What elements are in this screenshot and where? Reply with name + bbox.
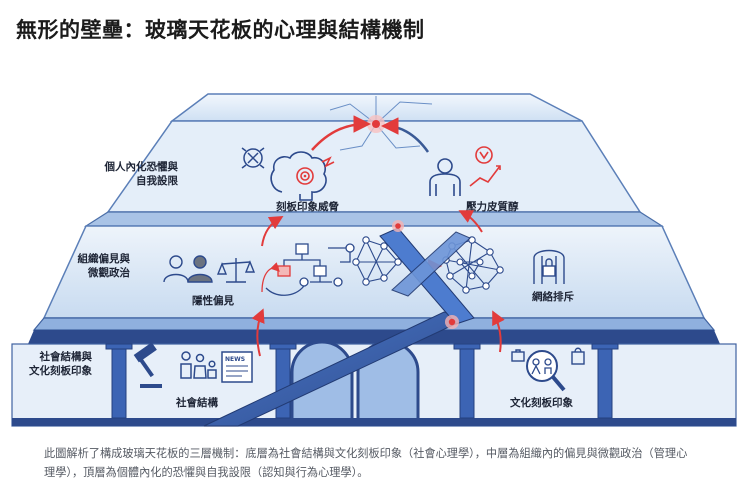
structural-beams	[203, 220, 505, 427]
middle-item-label-1: 隱性偏見	[192, 294, 234, 307]
diagonal-beam-cross	[391, 231, 471, 297]
top-item-label-1: 刻板印象威脅	[276, 200, 339, 213]
crack-point	[372, 120, 380, 128]
shopping-bag-icon	[571, 347, 585, 365]
columns	[105, 343, 619, 419]
suitcase-icon	[511, 349, 525, 362]
lightning-icon	[321, 156, 335, 168]
org-flowchart	[261, 243, 355, 296]
magnifier-stereotype-icon	[526, 350, 566, 392]
bias-people-icon	[163, 255, 213, 283]
brain-icon	[270, 151, 327, 201]
bottom-level-side-label: 社會結構與 文化刻板印象	[29, 351, 92, 378]
gavel-icon	[133, 342, 162, 388]
bottom-roof	[28, 330, 720, 344]
cortisol-stress-icon	[469, 146, 501, 187]
blocked-thought-icon	[241, 147, 265, 169]
top-glass-panel	[106, 120, 642, 213]
network-cluster-left	[352, 236, 402, 286]
newspaper-text: NEWS	[225, 356, 245, 363]
middle-glass-panel	[42, 225, 706, 319]
middle-item-label-2: 網絡排斥	[532, 290, 574, 303]
arrow-right-up	[381, 117, 430, 153]
top-item-label-2: 壓力皮質醇	[466, 200, 519, 213]
bottom-item-label-1: 社會結構	[175, 396, 218, 409]
stressed-person-icon	[429, 158, 461, 196]
newspaper-icon: NEWS	[221, 351, 253, 383]
caption: 此圖解析了構成玻璃天花板的三層機制：底層為社會結構與文化刻板印象（社會心理學），…	[44, 447, 688, 480]
top-level: 刻板印象威脅 壓力皮質醇	[83, 93, 665, 227]
top-ledge	[83, 211, 665, 227]
arrow-bottom-right-up	[492, 310, 505, 353]
bottom-level: NEWS 社會結構 文化刻板印象	[11, 330, 737, 427]
top-level-side-label: 個人內化恐懼與 自我設限	[104, 161, 179, 188]
arrow-left-up	[311, 115, 371, 151]
middle-ledge	[32, 317, 716, 331]
family-icon	[180, 351, 217, 379]
page-title: 無形的壁壘：玻璃天花板的心理與結構機制	[16, 18, 425, 42]
arrow-bottom-left-up	[251, 308, 265, 357]
stress-point-upper-core	[395, 223, 401, 229]
middle-level: 隱性偏見 網絡排斥	[32, 210, 716, 331]
locked-gate-icon	[533, 249, 565, 284]
bottom-item-label-2: 文化刻板印象	[509, 396, 573, 409]
middle-level-side-label: 組織偏見與 微觀政治	[77, 253, 131, 280]
base-floor	[12, 418, 736, 426]
arrow-network-to-stress	[458, 210, 483, 233]
scale-icon	[216, 258, 256, 283]
arrow-bias-to-threat	[261, 215, 284, 247]
stress-point-middle-core	[448, 318, 456, 326]
